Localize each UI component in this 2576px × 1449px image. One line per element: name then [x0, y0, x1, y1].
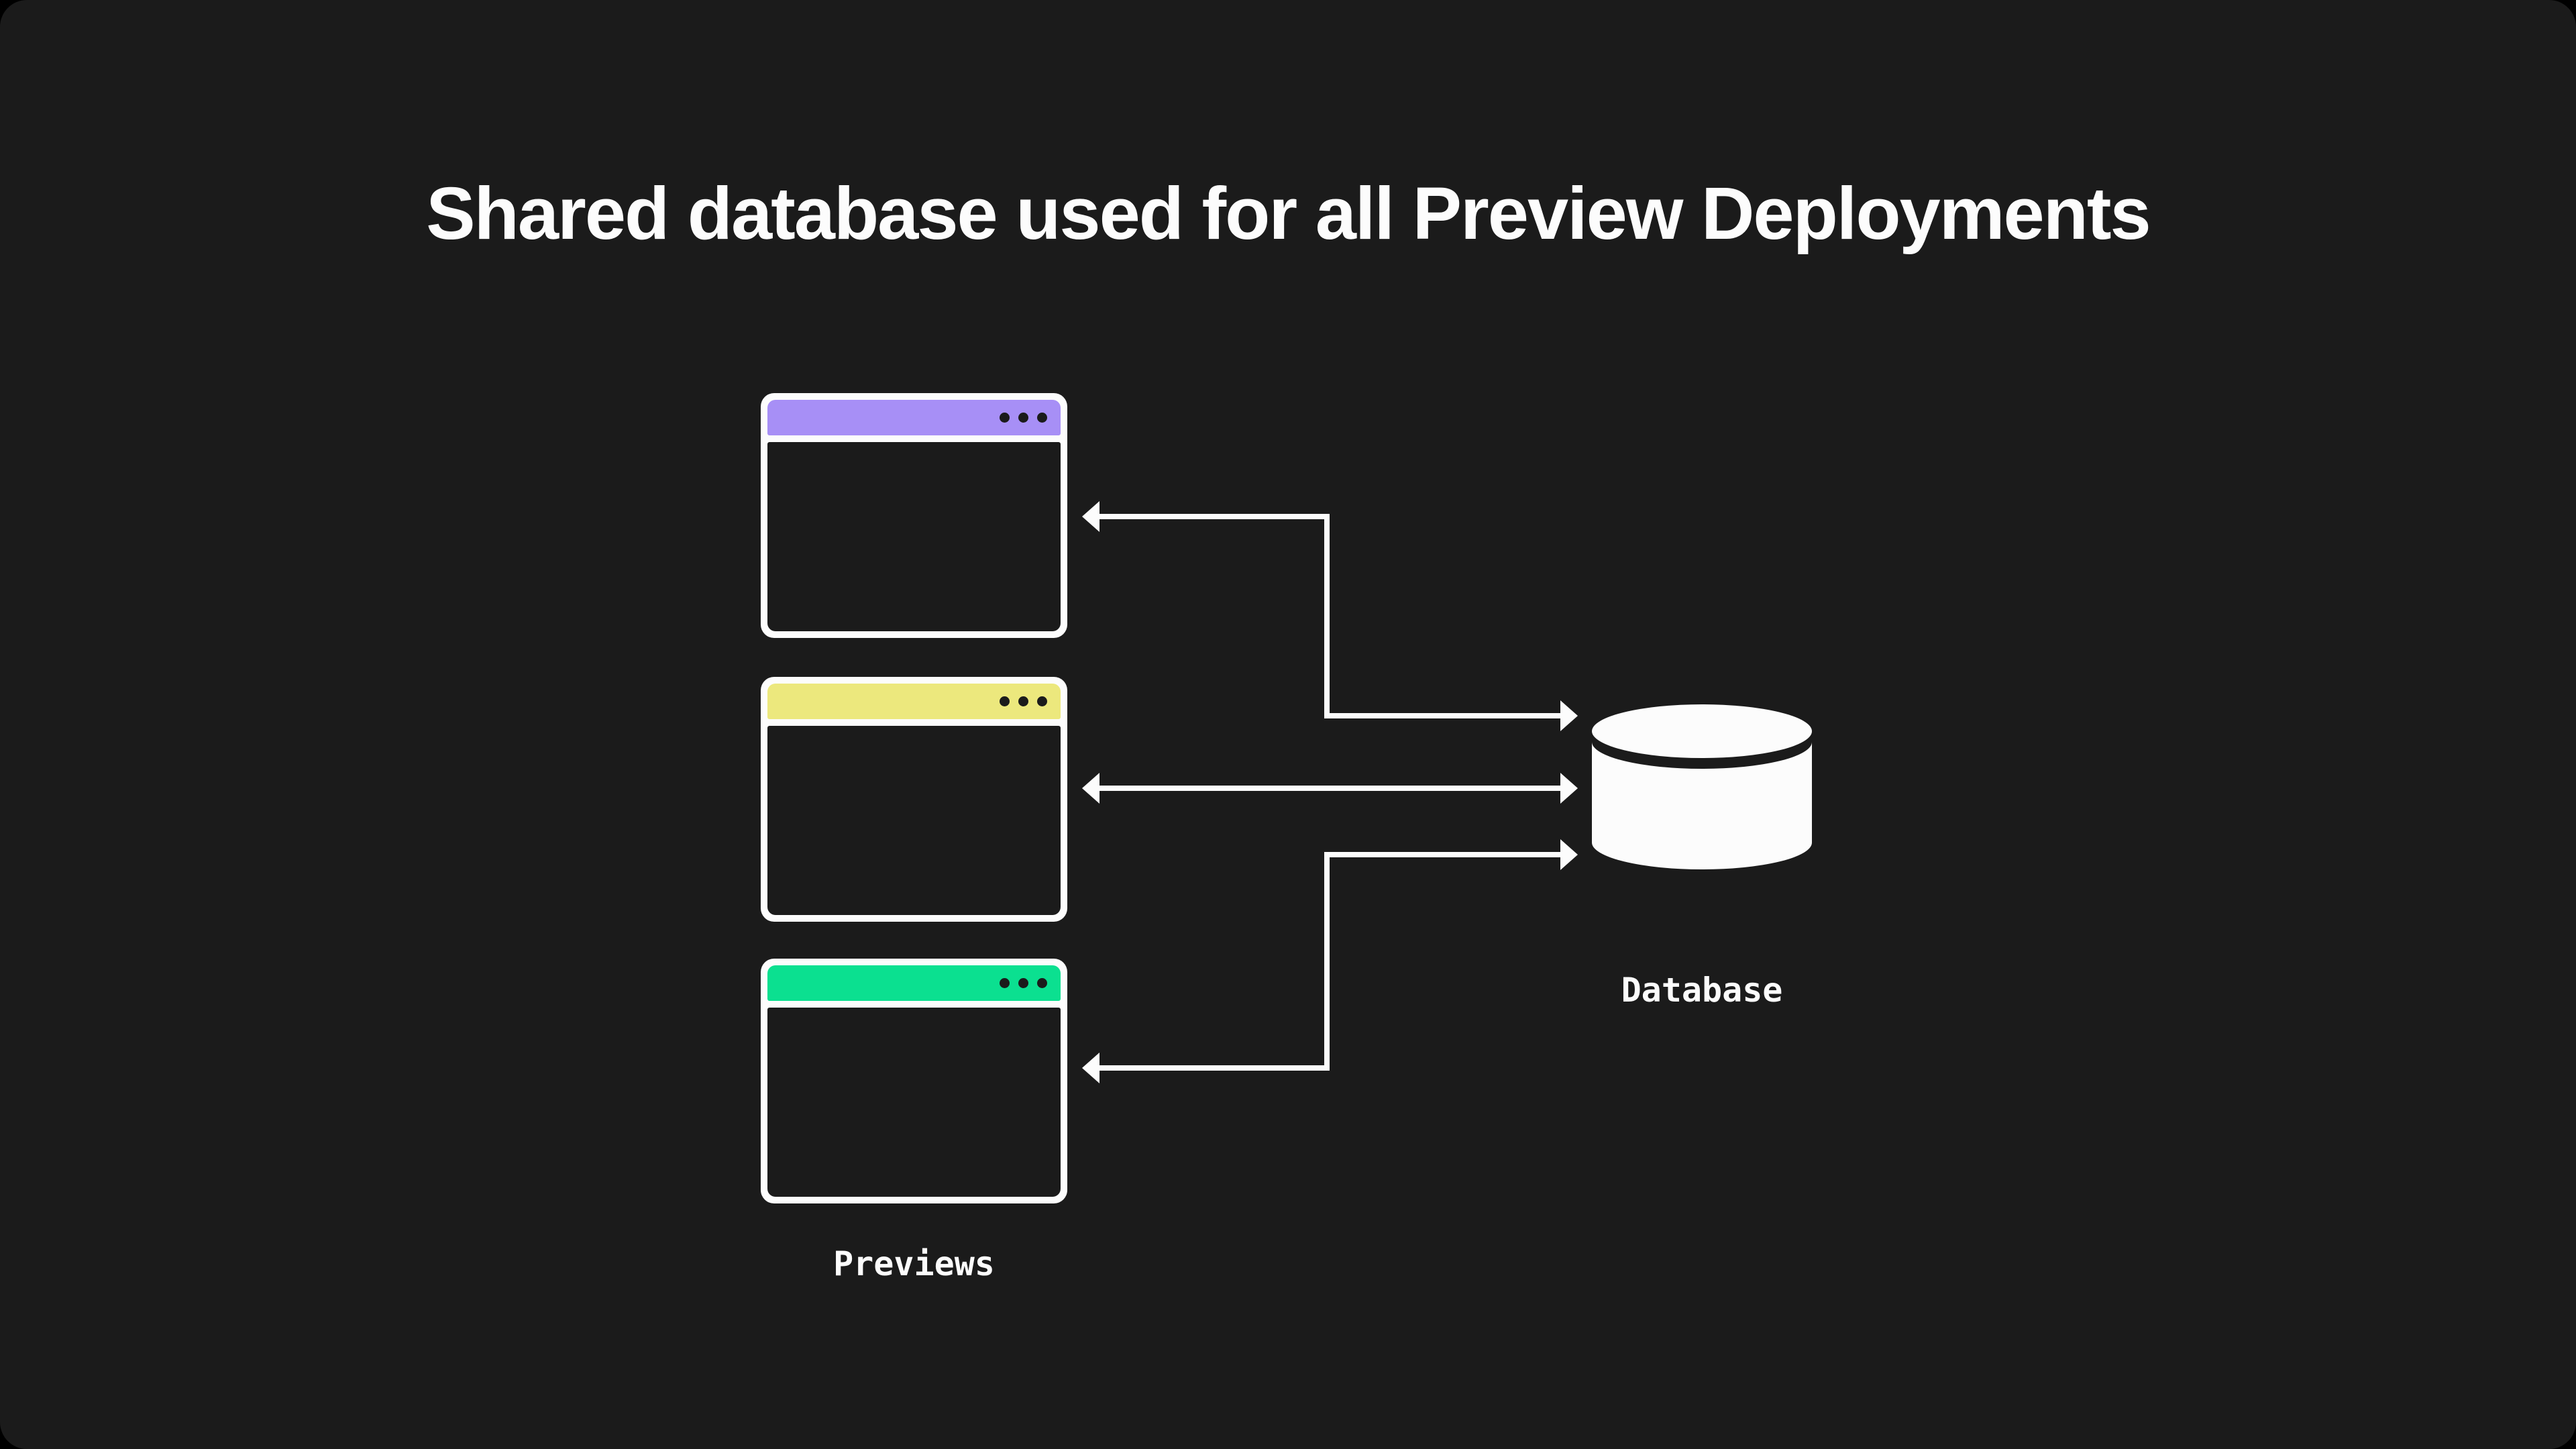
previews-label: Previews — [833, 1244, 995, 1283]
window-control-dot-icon — [1037, 978, 1047, 988]
window-control-dot-icon — [1018, 978, 1028, 988]
window-titlebar — [767, 684, 1061, 719]
window-content — [767, 1008, 1061, 1197]
arrow-preview3-database — [1082, 839, 1578, 1083]
arrowhead-left-icon — [1082, 501, 1099, 532]
window-control-dot-icon — [1037, 413, 1047, 423]
arrowhead-left-icon — [1082, 1053, 1099, 1083]
window-control-dot-icon — [1018, 696, 1028, 706]
browser-window-preview-2 — [761, 677, 1067, 922]
arrowhead-left-icon — [1082, 773, 1099, 804]
window-titlebar — [767, 965, 1061, 1001]
arrowhead-right-icon — [1560, 839, 1578, 870]
database-lid — [1592, 704, 1812, 758]
page-title: Shared database used for all Preview Dep… — [426, 172, 2151, 255]
browser-window-preview-1 — [761, 393, 1067, 638]
window-control-dot-icon — [1018, 413, 1028, 423]
database-label: Database — [1621, 971, 1783, 1010]
window-content — [767, 726, 1061, 915]
window-control-dot-icon — [1000, 413, 1010, 423]
arrow-preview2-database — [1082, 773, 1578, 804]
window-control-dot-icon — [1037, 696, 1047, 706]
database-cylinder-icon — [1592, 704, 1812, 869]
window-control-dot-icon — [1000, 696, 1010, 706]
arrowhead-right-icon — [1560, 700, 1578, 731]
arrow-preview1-database — [1082, 501, 1578, 731]
arrowhead-right-icon — [1560, 773, 1578, 804]
window-control-dot-icon — [1000, 978, 1010, 988]
window-content — [767, 442, 1061, 631]
window-titlebar — [767, 400, 1061, 435]
database-body — [1592, 742, 1812, 869]
browser-window-preview-3 — [761, 959, 1067, 1203]
